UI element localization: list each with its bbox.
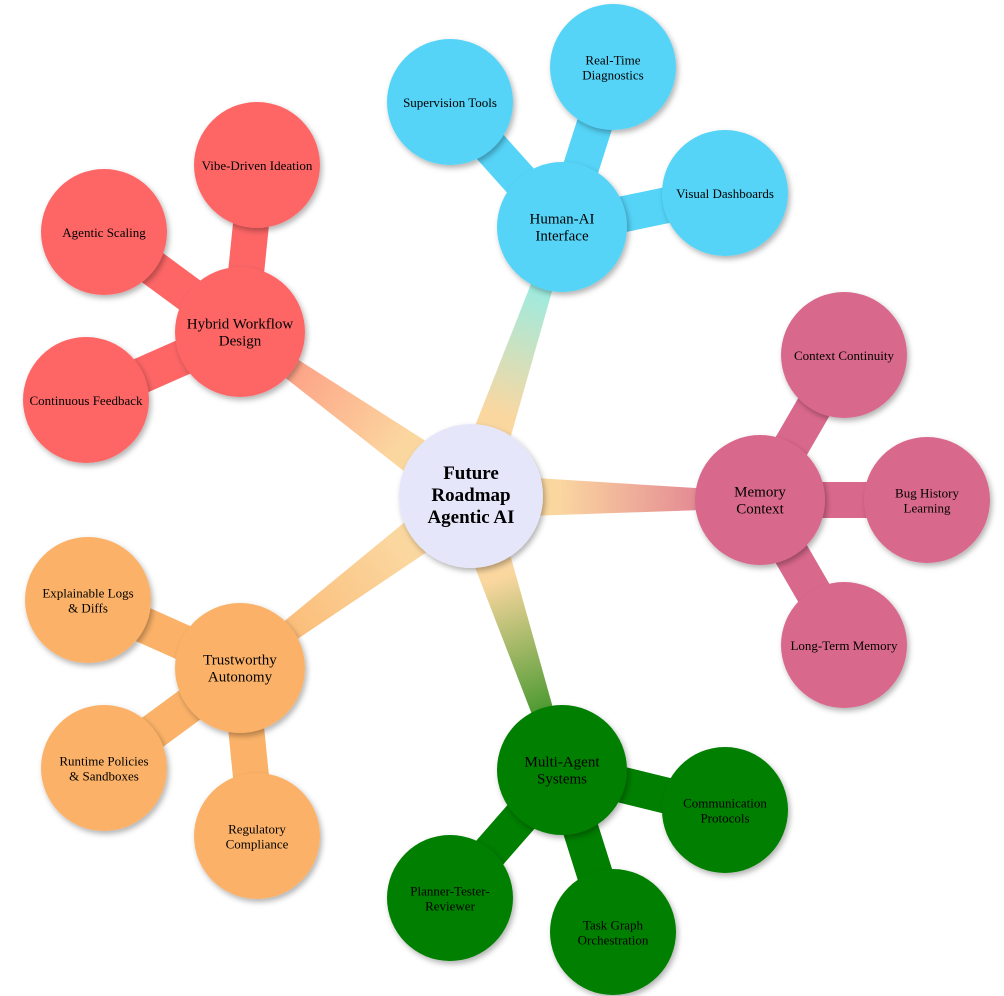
multi-agent-systems-child-node[interactable]: Planner-Tester-Reviewer	[387, 835, 513, 961]
child-label: Runtime Policies	[59, 754, 148, 769]
child-label: Planner-Tester-	[410, 884, 489, 899]
branch-label: Trustworthy	[203, 653, 277, 669]
branch-circle	[175, 603, 305, 733]
branch-label: Autonomy	[208, 670, 273, 686]
child-circle	[662, 747, 788, 873]
child-label: Communication	[683, 796, 767, 811]
child-label: Vibe-Driven Ideation	[202, 158, 313, 173]
child-label: Continuous Feedback	[29, 393, 143, 408]
child-label: Context Continuity	[794, 348, 895, 363]
branch-label: Human-AI	[530, 212, 595, 228]
child-label: Explainable Logs	[42, 586, 133, 601]
branch-label: Hybrid Workflow	[187, 317, 294, 333]
child-circle	[41, 169, 167, 295]
memory-context-child-node[interactable]: Context Continuity	[781, 292, 907, 418]
branch-label: Systems	[537, 772, 587, 788]
branch-label: Interface	[535, 229, 589, 245]
branch-circle	[175, 267, 305, 397]
child-label: Long-Term Memory	[790, 638, 898, 653]
child-label: Regulatory	[228, 822, 286, 837]
child-label: Diagnostics	[582, 68, 643, 83]
child-label: & Diffs	[68, 601, 108, 616]
branch-label: Multi-Agent	[525, 755, 601, 771]
child-circle	[25, 537, 151, 663]
branch-circle	[497, 162, 627, 292]
child-circle	[194, 773, 320, 899]
child-label: & Sandboxes	[69, 769, 139, 784]
child-circle	[194, 102, 320, 228]
trustworthy-autonomy-child-node[interactable]: Runtime Policies& Sandboxes	[41, 705, 167, 831]
child-label: Real-Time	[585, 53, 640, 68]
hybrid-workflow-design-child-node[interactable]: Continuous Feedback	[23, 337, 149, 463]
child-circle	[550, 4, 676, 130]
branch-circle	[497, 705, 627, 835]
center-circle	[399, 424, 543, 568]
trustworthy-autonomy-child-node[interactable]: Explainable Logs& Diffs	[25, 537, 151, 663]
branch-circle	[695, 435, 825, 565]
child-label: Compliance	[226, 837, 289, 852]
child-label: Task Graph	[583, 918, 644, 933]
child-circle	[864, 437, 990, 563]
child-circle	[387, 39, 513, 165]
child-circle	[23, 337, 149, 463]
human-ai-interface-child-node[interactable]: Visual Dashboards	[662, 130, 788, 256]
child-label: Learning	[904, 501, 951, 516]
child-circle	[550, 869, 676, 995]
child-label: Supervision Tools	[403, 95, 497, 110]
child-circle	[387, 835, 513, 961]
child-label: Visual Dashboards	[676, 186, 774, 201]
memory-context-link	[470, 474, 761, 518]
branch-label: Design	[219, 334, 262, 350]
child-label: Reviewer	[425, 899, 475, 914]
memory-context-child-node[interactable]: Long-Term Memory	[781, 582, 907, 708]
center-label: Agentic AI	[427, 507, 514, 528]
child-circle	[781, 292, 907, 418]
center-label: Roadmap	[431, 485, 510, 506]
hybrid-workflow-design-child-node[interactable]: Agentic Scaling	[41, 169, 167, 295]
child-circle	[41, 705, 167, 831]
branch-label: Memory	[734, 485, 786, 501]
child-label: Bug History	[895, 486, 959, 501]
human-ai-interface-child-node[interactable]: Supervision Tools	[387, 39, 513, 165]
child-label: Agentic Scaling	[62, 225, 146, 240]
branch-label: Context	[736, 502, 784, 518]
child-label: Orchestration	[578, 933, 649, 948]
hybrid-workflow-design-child-node[interactable]: Vibe-Driven Ideation	[194, 102, 320, 228]
child-circle	[662, 130, 788, 256]
child-label: Protocols	[700, 811, 749, 826]
child-circle	[781, 582, 907, 708]
center-label: Future	[443, 463, 499, 484]
